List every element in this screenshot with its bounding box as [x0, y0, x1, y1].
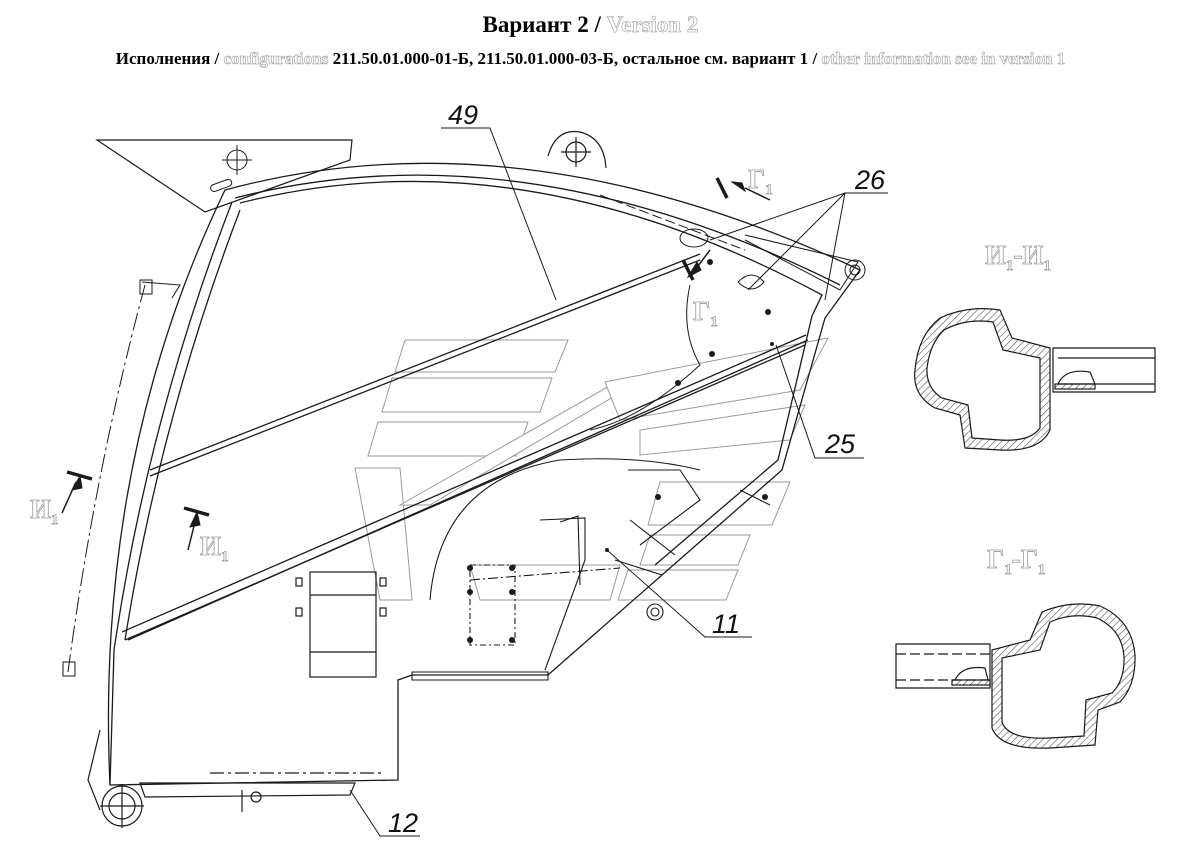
section-profile-g — [895, 603, 1136, 749]
bottom-sill — [139, 772, 385, 812]
title-separator: / — [588, 12, 607, 37]
callout-25: 25 — [824, 429, 856, 459]
subtitle-en-2: other information see in version 1 — [821, 49, 1066, 69]
lower-panel — [411, 458, 771, 681]
bottom-hinge — [87, 729, 144, 828]
section-mark-i-inner: И1 — [200, 531, 229, 565]
callout-12: 12 — [388, 808, 418, 838]
door-frame — [107, 162, 861, 786]
top-bracket — [95, 139, 353, 213]
section-mark-i-left: И1 — [30, 494, 59, 528]
watermark-chevrons — [354, 337, 829, 601]
subtitle-separator-1: / — [210, 49, 224, 68]
subtitle-en-1: configurations — [223, 49, 329, 69]
title-ru: Вариант 2 — [482, 12, 589, 37]
title-en: Version 2 — [606, 12, 699, 38]
subtitle-ru-2: 211.50.01.000-01-Б, 211.50.01.000-03-Б, … — [328, 49, 809, 68]
drawing-title: Вариант 2 / Version 2 — [0, 12, 1181, 38]
section-mark-g-top: Г1 — [748, 164, 773, 198]
bracket-hole-icon — [222, 145, 252, 175]
drawing-subtitle: Исполнения / configurations 211.50.01.00… — [0, 49, 1181, 69]
door-handle — [295, 571, 387, 678]
fastener-markers — [467, 259, 774, 643]
section-profile-i — [914, 308, 1156, 451]
section-arrows — [61, 177, 771, 551]
section-title-i: И1-И1 — [985, 240, 1051, 274]
upper-latch — [589, 194, 866, 431]
callout-49: 49 — [448, 100, 478, 130]
subtitle-separator-2: / — [808, 49, 822, 68]
leader-lines — [349, 127, 888, 837]
hinge-rod — [62, 279, 181, 677]
subtitle-ru-1: Исполнения — [115, 49, 211, 68]
top-lug — [547, 130, 607, 169]
section-title-g: Г1-Г1 — [987, 544, 1045, 578]
bracket-slot — [210, 178, 233, 193]
callout-11: 11 — [712, 609, 740, 639]
section-mark-g-middle: Г1 — [693, 296, 718, 330]
callout-26: 26 — [854, 165, 886, 195]
